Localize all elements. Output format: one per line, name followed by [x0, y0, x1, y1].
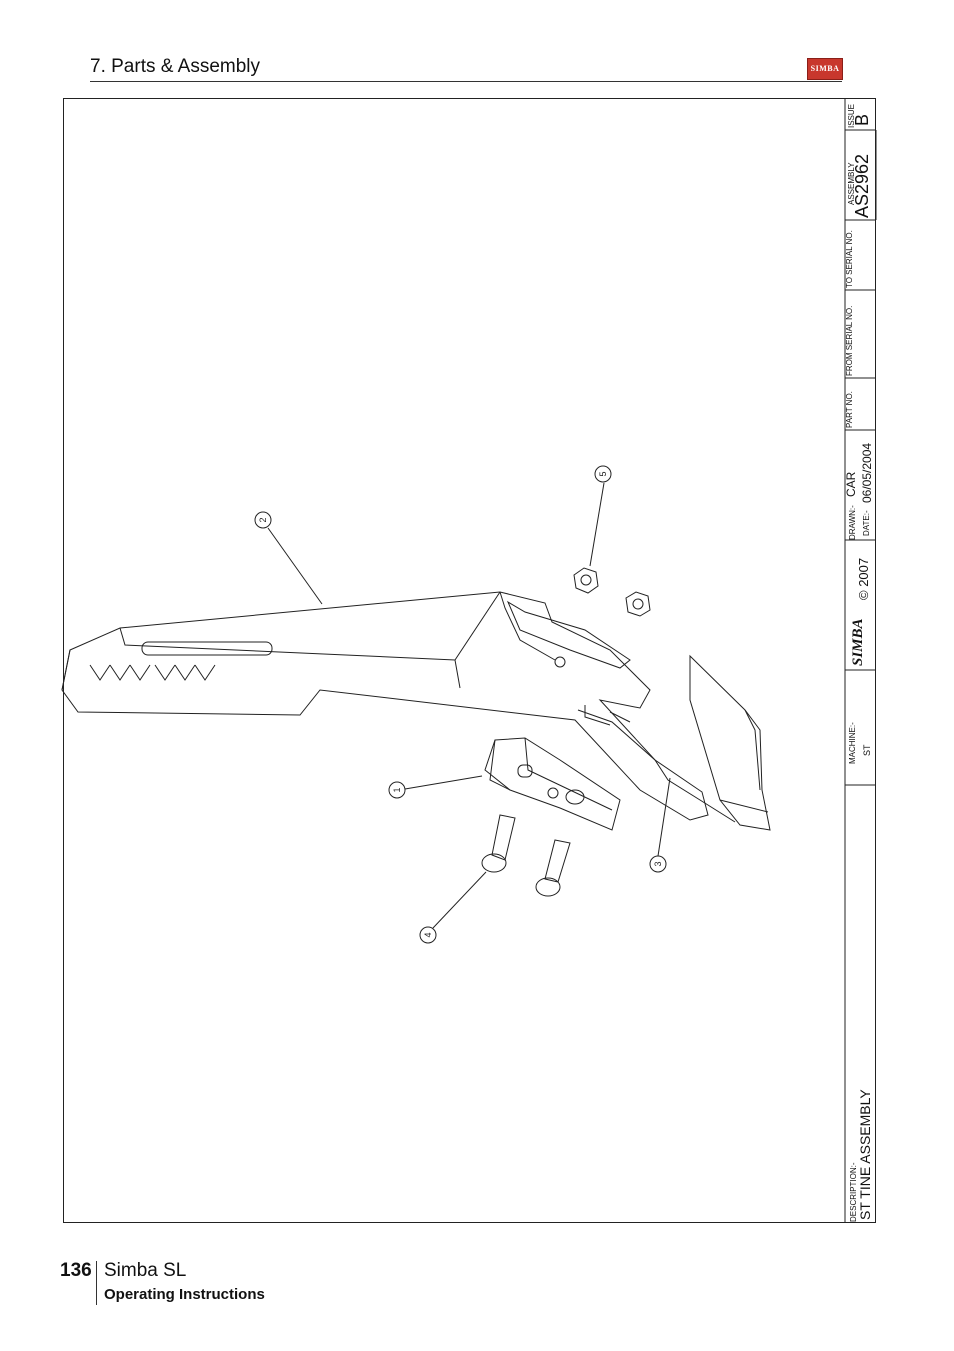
- date-value: 06/05/2004: [860, 442, 874, 503]
- document-subtitle: Operating Instructions: [104, 1286, 265, 1303]
- footer-divider: [96, 1261, 97, 1305]
- assembly-number: AS2962: [852, 153, 872, 218]
- balloon-4: 4: [423, 932, 433, 937]
- from-serial-label: FROM SERIAL NO.: [845, 305, 854, 376]
- simba-logo: SIMBA: [807, 58, 843, 80]
- header-rule: [90, 81, 842, 82]
- simba-brand: SIMBA: [850, 618, 866, 666]
- page-header-title: 7. Parts & Assembly: [90, 56, 261, 77]
- balloon-5: 5: [598, 471, 608, 476]
- drawn-label: DRAWN:-: [848, 505, 857, 540]
- copyright: © 2007: [856, 557, 871, 600]
- part-no-label: PART NO.: [845, 391, 854, 428]
- drawn-value: CAR: [844, 471, 858, 497]
- page-number: 136: [60, 1260, 92, 1281]
- issue-value: B: [852, 113, 872, 126]
- machine-value: ST: [862, 744, 872, 756]
- balloon-2: 2: [258, 517, 268, 522]
- balloon-1: 1: [392, 787, 402, 792]
- logo-text: SIMBA: [810, 64, 840, 73]
- date-label: DATE:-: [862, 510, 871, 536]
- to-serial-label: TO SERIAL NO.: [845, 230, 854, 288]
- product-name: Simba SL: [104, 1260, 187, 1281]
- machine-label: MACHINE:-: [848, 722, 857, 764]
- description-value: ST TINE ASSEMBLY: [857, 1089, 873, 1220]
- balloon-3: 3: [653, 861, 663, 866]
- drawing-frame: [63, 98, 876, 1223]
